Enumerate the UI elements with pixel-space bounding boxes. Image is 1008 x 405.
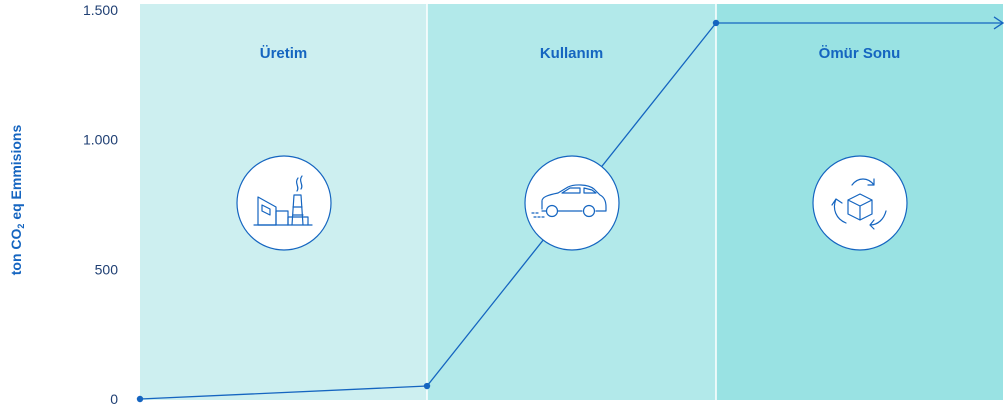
phase-label: Üretim bbox=[260, 45, 308, 62]
data-point bbox=[712, 19, 720, 27]
car-icon bbox=[524, 155, 620, 251]
recycle-box-icon bbox=[812, 155, 908, 251]
phase-label: Kullanım bbox=[540, 45, 603, 62]
y-tick-label: 500 bbox=[95, 261, 119, 277]
y-axis-label: ton CO2 eq Emmisions bbox=[8, 125, 26, 276]
data-point bbox=[136, 395, 144, 403]
y-tick-label: 1.500 bbox=[83, 2, 118, 18]
series-end-arrow bbox=[993, 16, 1005, 30]
phase-icons bbox=[236, 155, 908, 251]
y-tick-label: 0 bbox=[110, 391, 118, 405]
y-axis-ticks: 0 500 1.000 1.500 bbox=[83, 2, 118, 405]
y-tick-label: 1.000 bbox=[83, 132, 118, 148]
phase-label: Ömür Sonu bbox=[819, 45, 901, 62]
factory-icon bbox=[236, 155, 332, 251]
data-point bbox=[423, 382, 431, 390]
